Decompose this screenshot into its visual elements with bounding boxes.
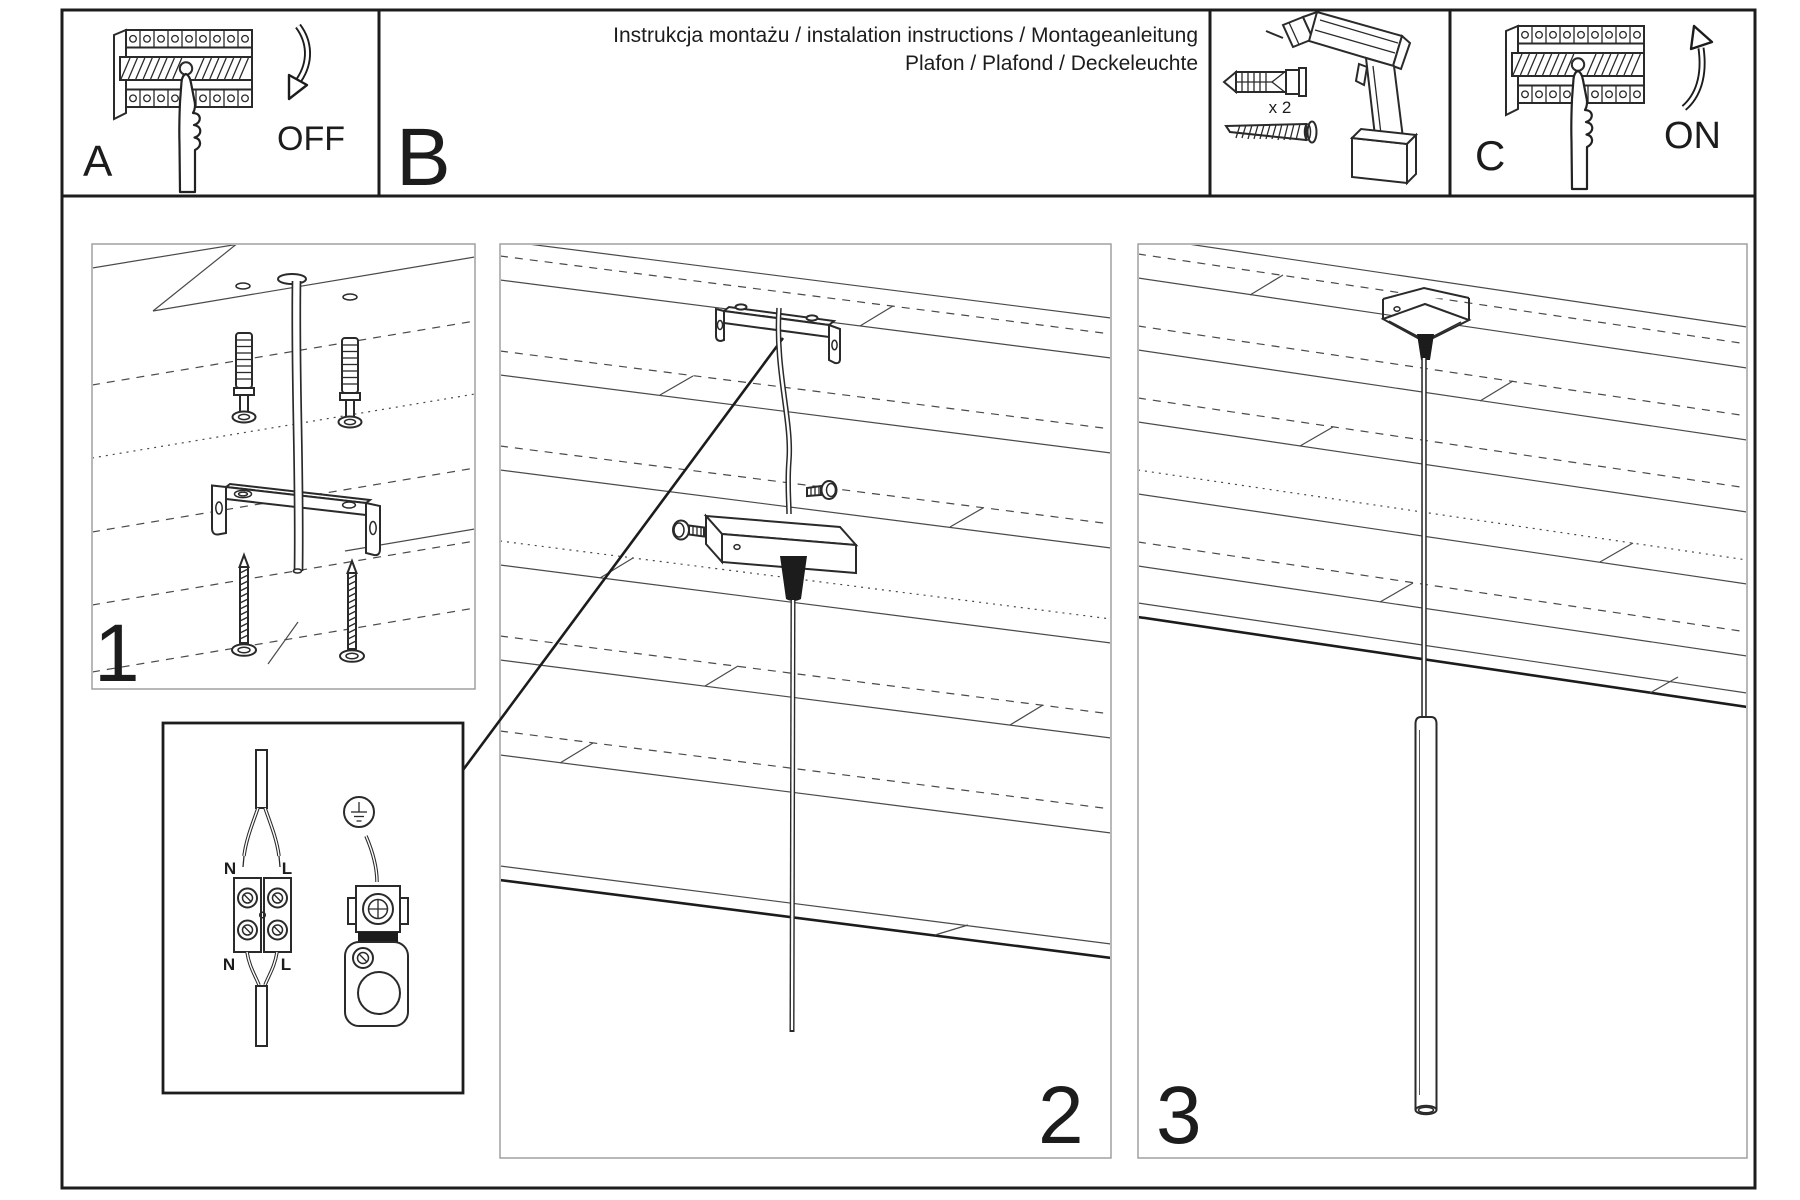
step-c-cell: C ON xyxy=(1475,24,1721,191)
canopy-screw-left-icon xyxy=(672,519,705,541)
page-outer-frame xyxy=(60,8,1757,1190)
strain-relief-cone xyxy=(1417,334,1434,360)
earth-clamp-icon xyxy=(347,885,409,942)
hardware-cell: x 2 xyxy=(1222,10,1419,186)
hardware-quantity-label: x 2 xyxy=(1269,98,1292,117)
terminal-block-icon xyxy=(233,877,292,953)
sheet-title-line1: Instrukcja montażu / instalation instruc… xyxy=(613,24,1198,47)
step-a-cell: A OFF xyxy=(83,23,345,194)
wall-plug-icon xyxy=(1222,67,1307,97)
power-cable-icon xyxy=(277,273,307,574)
mounting-bracket-icon xyxy=(211,482,381,557)
arrow-up-icon xyxy=(1681,24,1714,111)
wall-plug-right-icon xyxy=(337,337,363,429)
wiring-inset: N L N L xyxy=(161,721,465,1095)
lamp-cable-bottom xyxy=(245,951,279,1047)
screw-icon xyxy=(1224,120,1318,144)
terminal-label-n-top: N xyxy=(224,859,236,878)
canopy-screw-right-icon xyxy=(806,480,838,500)
screw-left-icon xyxy=(231,552,257,657)
step-c-action-label: ON xyxy=(1664,115,1721,157)
panel-step2: 2 xyxy=(461,243,1112,1161)
drill-icon xyxy=(1265,10,1419,186)
pendant-cable xyxy=(789,599,796,1033)
step-number: 2 xyxy=(1038,1070,1084,1161)
wall-plug-left-icon xyxy=(231,332,257,424)
canopy-box-icon xyxy=(703,513,859,575)
header-band: A OFF B Instrukcja montażu / instalation… xyxy=(60,8,1757,1190)
step-b-label: B xyxy=(396,112,451,203)
panel-step1: 1 xyxy=(91,243,476,699)
strain-relief-cone xyxy=(780,556,807,601)
lamp-holder-icon xyxy=(344,941,409,1027)
arrow-down-icon xyxy=(287,23,311,101)
suspension-cable xyxy=(775,307,793,515)
step-number: 1 xyxy=(94,608,140,699)
sheet-title-line2: Plafon / Plafond / Deckeleuchte xyxy=(905,52,1198,75)
panel-step3: 3 xyxy=(1137,243,1748,1161)
ceiling-planks xyxy=(93,245,474,673)
canopy-mounted-icon xyxy=(1380,286,1472,344)
ceiling-planks xyxy=(501,245,1110,960)
earth-symbol-icon xyxy=(343,796,375,828)
pendant-tube-icon xyxy=(1414,716,1438,1116)
ceiling-planks xyxy=(1139,245,1746,709)
step-a-label: A xyxy=(83,137,113,186)
wiring-callout-line xyxy=(461,337,785,771)
terminal-label-n-bottom: N xyxy=(223,955,235,974)
terminal-label-l-top: L xyxy=(282,859,292,878)
step-a-action-label: OFF xyxy=(277,120,345,158)
ceiling-holes xyxy=(235,282,358,301)
terminal-label-l-bottom: L xyxy=(281,955,291,974)
mains-cable-top xyxy=(242,749,281,868)
screw-right-icon xyxy=(339,558,365,663)
earth-wire xyxy=(364,835,379,883)
step-c-label: C xyxy=(1475,132,1505,179)
step-number: 3 xyxy=(1156,1070,1202,1161)
